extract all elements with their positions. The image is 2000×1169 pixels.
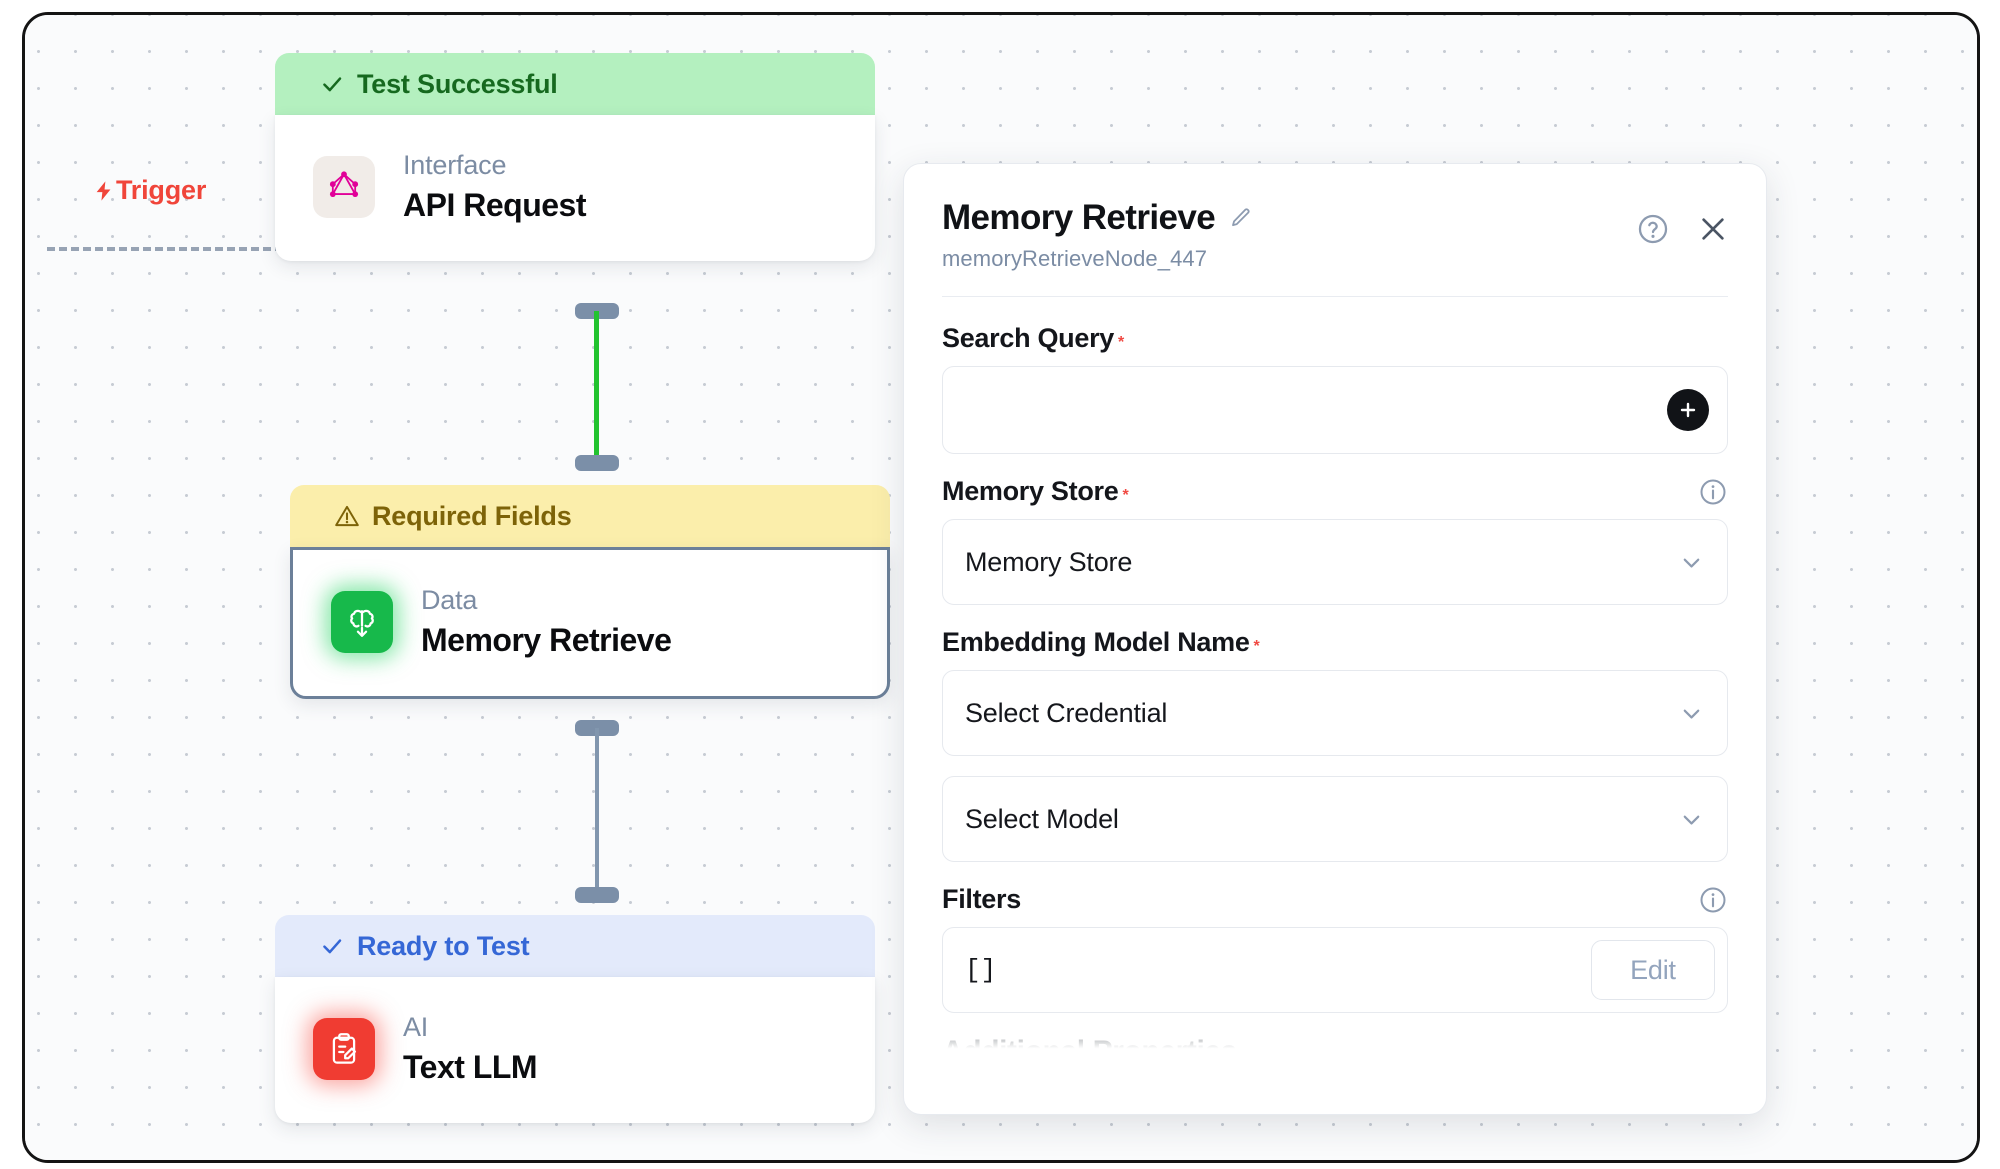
edge-api-request-to-memory-retrieve[interactable] [594, 311, 599, 463]
node-memory-retrieve[interactable]: Required Fields [290, 485, 890, 699]
field-embedding-model-name: Embedding Model Name* Select Credential … [942, 627, 1728, 862]
required-asterisk: * [1118, 334, 1125, 351]
check-icon [319, 71, 345, 97]
node-handle-target-text-llm[interactable] [575, 887, 619, 903]
field-label-wrap: Embedding Model Name* [942, 627, 1260, 658]
node-api-request[interactable]: Test Successful [275, 53, 875, 261]
pencil-icon[interactable] [1228, 206, 1253, 231]
embedding-credential-select[interactable]: Select Credential [942, 670, 1728, 756]
filters-edit-button[interactable]: Edit [1591, 940, 1715, 1000]
page-title: Memory Retrieve [942, 198, 1216, 237]
node-kind-label: Interface [403, 150, 507, 180]
brain-download-icon [331, 590, 393, 653]
node-status-banner-success: Test Successful [275, 53, 875, 115]
node-status-banner-warning: Required Fields [290, 485, 890, 547]
node-kind-label: AI [403, 1012, 429, 1042]
node-text-llm[interactable]: Ready to Test [275, 915, 875, 1123]
lightning-bolt-icon [93, 177, 115, 205]
node-title-label: API Request [403, 186, 586, 223]
memory-store-value: Memory Store [965, 546, 1133, 577]
node-status-banner-ready: Ready to Test [275, 915, 875, 977]
chevron-down-icon[interactable] [1678, 806, 1705, 833]
node-id-label: memoryRetrieveNode_447 [942, 246, 1208, 271]
node-status-text: Test Successful [357, 68, 558, 99]
embedding-credential-value: Select Credential [965, 697, 1168, 728]
filters-input[interactable]: [] Edit [942, 927, 1728, 1013]
node-handle-target-memory-retrieve[interactable] [575, 455, 619, 471]
memory-store-select[interactable]: Memory Store [942, 519, 1728, 605]
field-filters: Filters [] Edit [942, 884, 1728, 1013]
edge-memory-retrieve-to-text-llm[interactable] [595, 728, 599, 895]
trigger-text: Trigger [116, 175, 207, 205]
panel-body: Search Query* [904, 297, 1766, 1063]
field-label-row: Search Query* [942, 323, 1728, 354]
trigger-label[interactable]: Trigger [93, 175, 206, 206]
close-icon[interactable] [1696, 212, 1730, 246]
chevron-down-icon[interactable] [1678, 549, 1705, 576]
warning-triangle-icon [334, 503, 360, 529]
node-config-panel: Memory Retrieve memoryRetrieveNode_447 [903, 163, 1767, 1115]
info-icon[interactable] [1698, 477, 1728, 507]
panel-header: Memory Retrieve memoryRetrieveNode_447 [904, 164, 1766, 272]
required-asterisk: * [1253, 638, 1260, 655]
node-text-text-llm: AI Text LLM [403, 1011, 538, 1087]
field-label-row: Embedding Model Name* [942, 627, 1728, 658]
graphql-icon [313, 155, 375, 218]
workflow-canvas[interactable]: Trigger Test Successful [25, 15, 1977, 1160]
field-label-row: Filters [942, 884, 1728, 915]
info-icon[interactable] [1698, 885, 1728, 915]
embedding-model-value: Select Model [965, 803, 1119, 834]
filters-value: [] [965, 955, 997, 985]
node-kind-label: Data [421, 585, 478, 615]
chevron-down-icon[interactable] [1701, 1039, 1728, 1064]
node-text-memory-retrieve: Data Memory Retrieve [421, 584, 672, 660]
node-status-text: Ready to Test [357, 930, 530, 961]
field-memory-store: Memory Store* Memory Sto [942, 476, 1728, 605]
additional-properties-accordion[interactable]: Additional Properties [942, 1035, 1728, 1063]
panel-actions [1636, 212, 1730, 246]
node-status-text: Required Fields [372, 500, 572, 531]
embedding-model-select[interactable]: Select Model [942, 776, 1728, 862]
node-body-api-request[interactable]: Interface API Request [275, 115, 875, 261]
node-title-label: Text LLM [403, 1048, 538, 1085]
app-window: Trigger Test Successful [22, 12, 1980, 1163]
node-text-api-request: Interface API Request [403, 149, 586, 225]
plus-icon[interactable] [1667, 389, 1709, 431]
panel-title-row: Memory Retrieve [942, 198, 1728, 238]
node-body-text-llm[interactable]: AI Text LLM [275, 977, 875, 1123]
field-label: Search Query [942, 323, 1114, 353]
field-label-wrap: Memory Store* [942, 476, 1129, 507]
field-label: Filters [942, 884, 1021, 914]
field-label: Memory Store [942, 476, 1119, 506]
field-label: Embedding Model Name [942, 627, 1250, 657]
clipboard-pencil-icon [313, 1017, 375, 1080]
node-title-label: Memory Retrieve [421, 621, 672, 658]
field-label-row: Memory Store* [942, 476, 1728, 507]
trigger-connector-line [47, 247, 295, 251]
node-body-memory-retrieve[interactable]: Data Memory Retrieve [290, 547, 890, 699]
panel-divider [942, 296, 1728, 297]
field-search-query: Search Query* [942, 323, 1728, 454]
required-asterisk: * [1122, 487, 1129, 504]
help-circle-icon[interactable] [1636, 212, 1670, 246]
additional-properties-label: Additional Properties [942, 1035, 1237, 1063]
chevron-down-icon[interactable] [1678, 700, 1705, 727]
field-label-wrap: Search Query* [942, 323, 1124, 354]
check-icon [319, 933, 345, 959]
search-query-input[interactable] [942, 366, 1728, 454]
